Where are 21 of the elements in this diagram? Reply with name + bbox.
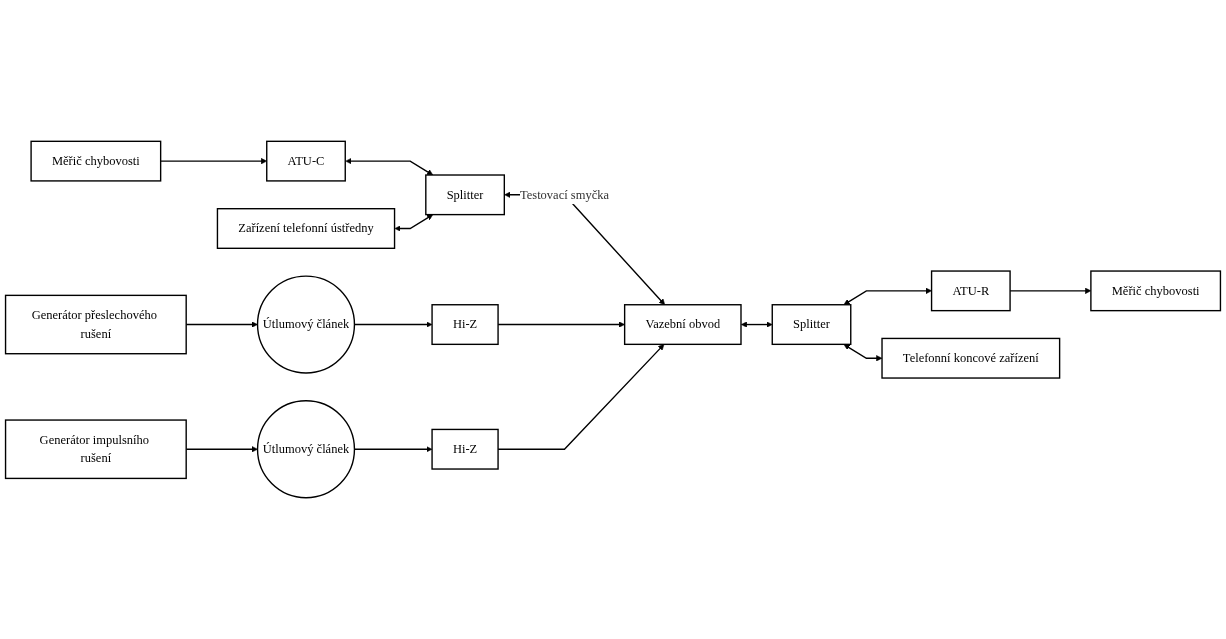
node-circle: Útlumový článek — [256, 400, 356, 499]
node-box: Telefonní koncové zařízení — [881, 337, 1061, 379]
node-box: Hi-Z — [431, 428, 499, 470]
arrow — [843, 344, 883, 362]
node-box: ATU-R — [930, 270, 1011, 312]
edge-label: Testovací smyčka — [519, 187, 610, 202]
arrow — [394, 214, 434, 232]
node-box: Generátor přeslechového rušení — [4, 294, 187, 355]
node-box: Hi-Z — [431, 304, 499, 346]
node-box: Generátor impulsního rušení — [4, 419, 187, 480]
node-box: Měřič chybovosti — [1090, 270, 1222, 312]
node-circle: Útlumový článek — [256, 275, 356, 374]
arrow — [741, 321, 773, 328]
arrow — [345, 158, 434, 176]
node-box: Zařízení telefonní ústředny — [216, 208, 396, 249]
node-box: Měřič chybovosti — [30, 140, 162, 182]
node-box: Splitter — [771, 304, 852, 346]
node-box: ATU-C — [266, 140, 346, 182]
arrow — [843, 287, 932, 305]
node-box: Vazební obvod — [623, 304, 742, 346]
node-box: Splitter — [425, 174, 505, 216]
